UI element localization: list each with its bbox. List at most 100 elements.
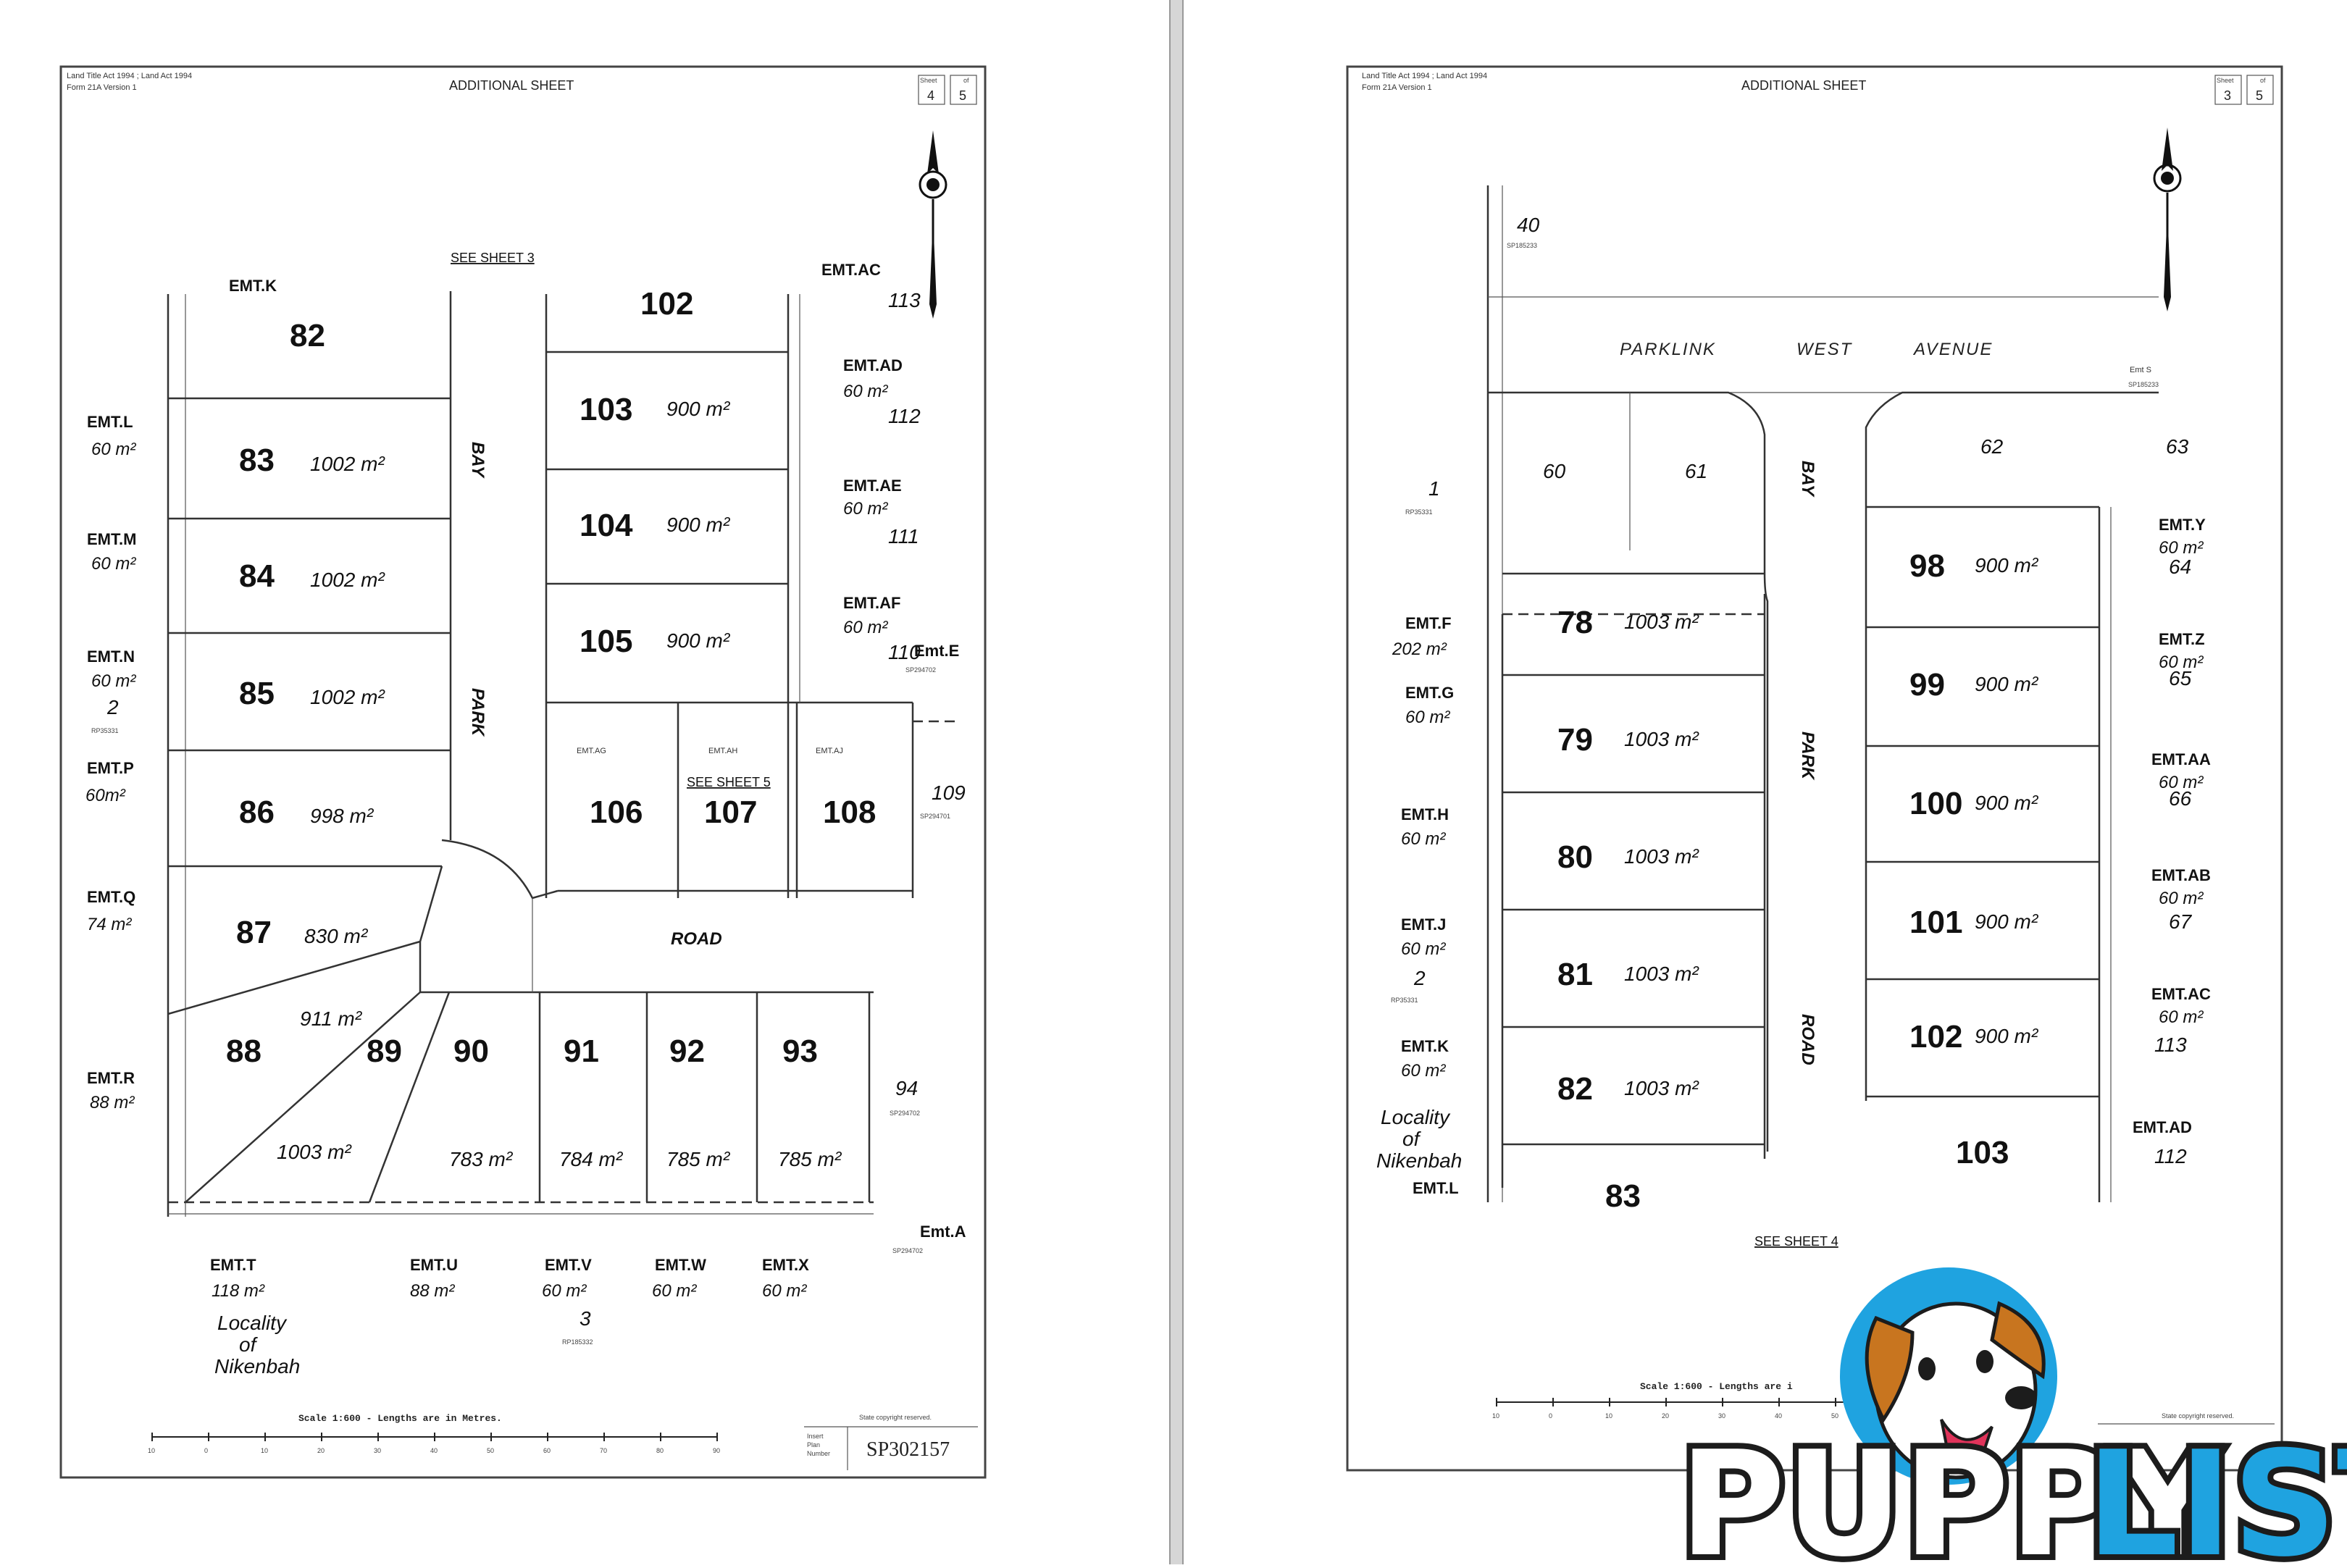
sheet_left-scale-tick-label-9: 80 — [656, 1447, 664, 1454]
sheet_left-scale-tick-label-5: 40 — [430, 1447, 438, 1454]
left-emt-area-8: 88 m² — [410, 1281, 455, 1301]
left-lot-number-9: 91 — [564, 1034, 599, 1069]
puppy-logo-icon — [1840, 1267, 2057, 1485]
left-road-road: ROAD — [671, 929, 722, 949]
right-lot-area-6: 900 m² — [1975, 554, 2039, 577]
right-lot-area-10: 900 m² — [1975, 1025, 2039, 1047]
left-emt-area-20: SP294702 — [892, 1247, 923, 1254]
right-emt-label-5: EMT.L — [1413, 1179, 1459, 1197]
right-emt-label-9: EMT.AB — [2151, 866, 2211, 884]
left-emt-label-20: Emt.A — [920, 1223, 966, 1241]
left-lot-number-0: 82 — [290, 318, 325, 353]
left-emt-label-11: EMT.X — [762, 1256, 809, 1274]
left-emt-label-19: Emt.E — [914, 642, 959, 660]
left-lot-area-6: 1003 m² — [277, 1141, 352, 1163]
right-lot-65: 65 — [2169, 667, 2192, 689]
right-emt-label-0: EMT.F — [1405, 614, 1452, 632]
left-of-label: of — [963, 77, 969, 84]
left-sheet-total: 5 — [959, 88, 966, 103]
right-street-2: WEST — [1796, 340, 1853, 359]
left-lot-area-11: 785 m² — [778, 1148, 842, 1170]
sheet_left-scale-tick-label-2: 10 — [261, 1447, 268, 1454]
left-emt-area-1: 60 m² — [91, 440, 136, 459]
right-locality-2: of — [1402, 1128, 1422, 1150]
right-lot-67: 67 — [2169, 910, 2193, 933]
sheet_left-scale-tick-label-6: 50 — [487, 1447, 494, 1454]
right-lot-number-3: 81 — [1557, 957, 1593, 992]
right-lot-number-4: 82 — [1557, 1071, 1593, 1107]
left-lot-number-2: 84 — [239, 558, 275, 594]
right-emt-area-6: 60 m² — [2159, 538, 2204, 558]
right-lot-area-0: 1003 m² — [1624, 611, 1699, 633]
left-road-bay: BAY — [468, 442, 488, 479]
right-lot-number-5: 83 — [1605, 1178, 1641, 1214]
left-lot-area-10: 785 m² — [666, 1148, 731, 1170]
right-locality-3: Nikenbah — [1376, 1149, 1462, 1172]
left-see-sheet-5: SEE SHEET 5 — [687, 775, 771, 789]
right-emt-area-0: 202 m² — [1392, 640, 1447, 659]
right-sheet-title: ADDITIONAL SHEET — [1741, 78, 1866, 93]
left-sp-109: SP294701 — [920, 813, 950, 820]
left-emt-area-5: 74 m² — [87, 915, 132, 934]
left-lot-number-5: 87 — [236, 915, 272, 950]
right-sheet-num-box — [2214, 75, 2242, 105]
right-locality-1: Locality — [1381, 1106, 1451, 1128]
left-emt-label-6: EMT.R — [87, 1069, 135, 1087]
right-lot-area-3: 1003 m² — [1624, 963, 1699, 985]
right-emt-label-2: EMT.H — [1401, 805, 1449, 823]
left-lot-area-1: 1002 m² — [310, 453, 385, 475]
left-rp-3: RP185332 — [562, 1338, 593, 1346]
sheet_left-scale-tick-label-7: 60 — [543, 1447, 551, 1454]
watermark-brand-puppy: PUPPY — [1679, 1420, 2222, 1564]
left-north-arrow-icon — [919, 130, 947, 319]
left-emt-area-9: 60 m² — [542, 1281, 587, 1301]
right-emt-area-7: 60 m² — [2159, 653, 2204, 672]
right-lot-61: 61 — [1685, 460, 1707, 482]
left-lot-112: 112 — [888, 405, 921, 427]
right-lot-number-11: 103 — [1956, 1135, 2009, 1170]
right-lot-66: 66 — [2169, 787, 2192, 810]
left-lot-109: 109 — [932, 781, 966, 804]
right-see-sheet-4: SEE SHEET 4 — [1754, 1234, 1838, 1249]
right-lot-number-10: 102 — [1909, 1019, 1962, 1055]
right-lot-number-6: 98 — [1909, 548, 1945, 584]
left-emt-label-14: EMT.AE — [843, 477, 902, 495]
left-survey-sheet: Land Title Act 1994 ; Land Act 1994 Form… — [59, 65, 987, 1479]
left-sheet-title: ADDITIONAL SHEET — [449, 78, 574, 93]
right-emt-area-8: 60 m² — [2159, 773, 2204, 792]
right-lot-area-2: 1003 m² — [1624, 845, 1699, 868]
watermark-brand-list: LIST — [2086, 1420, 2347, 1564]
sheet_left-scale-tick-label-1: 0 — [204, 1447, 208, 1454]
left-locality-2: of — [239, 1333, 259, 1356]
left-lot-number-13: 103 — [580, 392, 632, 427]
sheet_left-scale-tick-label-3: 20 — [317, 1447, 325, 1454]
left-emt-label-18: EMT.AJ — [816, 747, 843, 755]
left-lot-number-16: 106 — [590, 795, 643, 830]
left-emt-label-17: EMT.AH — [708, 747, 737, 755]
left-plan-label-1: Insert — [807, 1433, 824, 1440]
left-emt-area-4: 60m² — [85, 786, 126, 805]
left-emt-area-15: 60 m² — [843, 618, 888, 637]
right-lot-number-1: 79 — [1557, 722, 1593, 758]
sheet_right-scale-tick-label-0: 10 — [1492, 1412, 1499, 1420]
right-lot-63: 63 — [2166, 435, 2189, 458]
left-lot-area-15: 900 m² — [666, 629, 731, 652]
right-lot-62: 62 — [1980, 435, 2004, 458]
right-emt-area-12: SP185233 — [2128, 381, 2159, 388]
right-emt-area-1: 60 m² — [1405, 708, 1450, 727]
right-lot-60: 60 — [1543, 460, 1566, 482]
right-north-arrow-icon — [2153, 127, 2182, 311]
right-lot-number-8: 100 — [1909, 786, 1962, 821]
right-rp-2: RP35331 — [1391, 997, 1418, 1004]
left-lot-area-5: 830 m² — [304, 925, 369, 947]
left-rp-2: RP35331 — [91, 727, 119, 734]
left-lot-area-4: 998 m² — [310, 805, 375, 827]
left-plan-number: SP302157 — [866, 1438, 950, 1461]
left-lot-number-4: 86 — [239, 795, 275, 830]
left-emt-area-11: 60 m² — [762, 1281, 807, 1301]
